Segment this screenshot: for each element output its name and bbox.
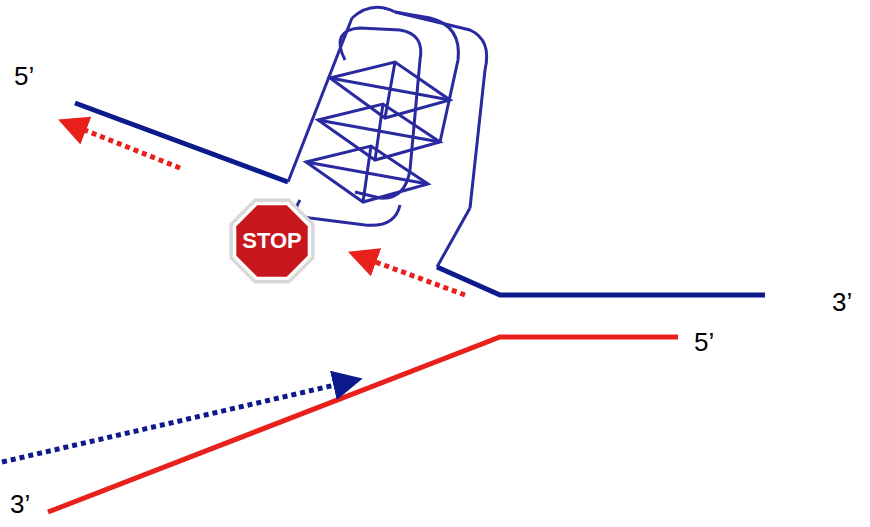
red-strand	[48, 337, 678, 512]
blue-strand	[437, 267, 765, 295]
stop-sign: STOP	[226, 195, 318, 287]
strand-end-label: 5’	[14, 62, 34, 91]
strand-end-label: 3’	[832, 288, 852, 317]
stop-text: STOP	[242, 228, 302, 254]
synthesis-arrow	[72, 125, 180, 168]
strand-end-label: 3’	[10, 490, 30, 519]
synthesis-arrow	[362, 257, 465, 295]
blue-strand	[75, 103, 288, 182]
synthesis-arrow	[2, 382, 348, 462]
g-quadruplex	[288, 7, 487, 267]
strand-end-label: 5’	[694, 328, 714, 357]
